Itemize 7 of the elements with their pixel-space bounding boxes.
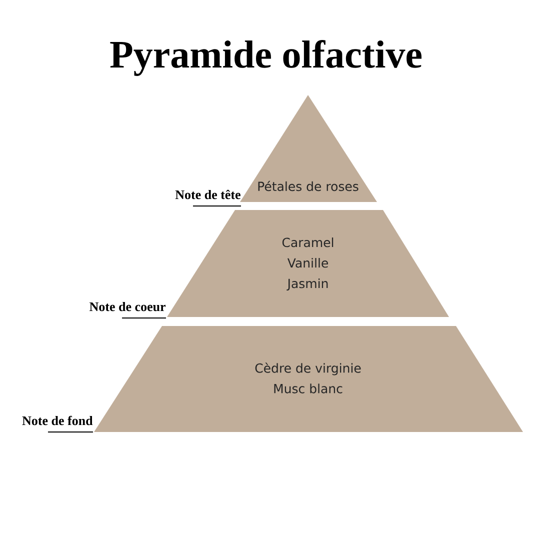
- pyramid-tier: Cèdre de virginie Musc blanc: [94, 326, 523, 432]
- tier-label: Note de tête: [175, 190, 240, 200]
- tier-label: Note de coeur: [90, 302, 166, 312]
- pyramid-tier: Caramel Vanille Jasmin: [167, 210, 449, 317]
- pyramid-tier: Pétales de roses: [240, 95, 377, 202]
- tier-label: Note de fond: [22, 416, 93, 426]
- title: Pyramide olfactive: [110, 40, 422, 76]
